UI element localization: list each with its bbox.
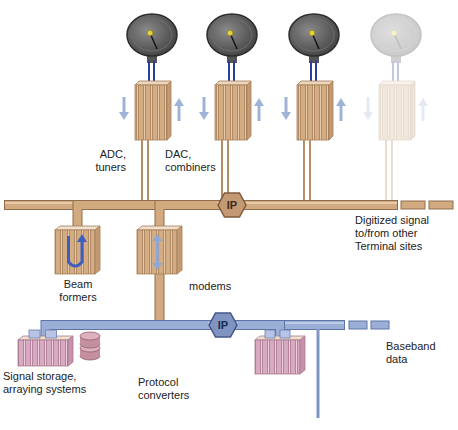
ip-router: IP (217, 192, 247, 218)
node-label: IP (218, 319, 228, 332)
bus-connector (160, 205, 218, 226)
node-label: IP (227, 199, 237, 212)
link-label: Baseband data (386, 340, 454, 366)
connector-outline (46, 325, 209, 336)
connector-line (78, 205, 218, 226)
node-shape (18, 336, 73, 366)
node-shape (255, 336, 305, 374)
bus-extension (429, 201, 453, 209)
ip-router: IP (208, 312, 238, 338)
connector-outline (160, 205, 218, 226)
bus-connector (78, 205, 218, 226)
bus-drop (317, 329, 320, 418)
node-caption: Signal storage, arraying systems (3, 370, 98, 396)
connector-outline (78, 205, 218, 226)
modem-stack: modems (137, 226, 182, 274)
connector-line (160, 205, 218, 226)
signal-label: ADC, tuners (68, 148, 126, 174)
node-shape (137, 226, 182, 274)
bus-extension (349, 321, 367, 329)
satellite-dish (281, 14, 346, 201)
bus-extension (401, 201, 425, 209)
faded-dish (363, 14, 428, 201)
bus-extension (371, 321, 389, 329)
storage-disc (80, 332, 100, 340)
beamformer-stack: Beam formers (55, 226, 100, 274)
link-label: Digitized signal to/from other Terminal … (355, 214, 455, 253)
node-caption: Protocol converters (138, 376, 218, 402)
converter-rack: Protocol converters (255, 336, 305, 374)
signal-label: DAC, combiners (165, 148, 225, 174)
connector-line (46, 325, 209, 336)
storage-rack: Signal storage, arraying systems (18, 336, 73, 366)
node-caption: Beam formers (47, 278, 109, 304)
bus-connector (46, 325, 209, 336)
node-shape (55, 226, 100, 274)
node-caption: modems (189, 280, 249, 293)
